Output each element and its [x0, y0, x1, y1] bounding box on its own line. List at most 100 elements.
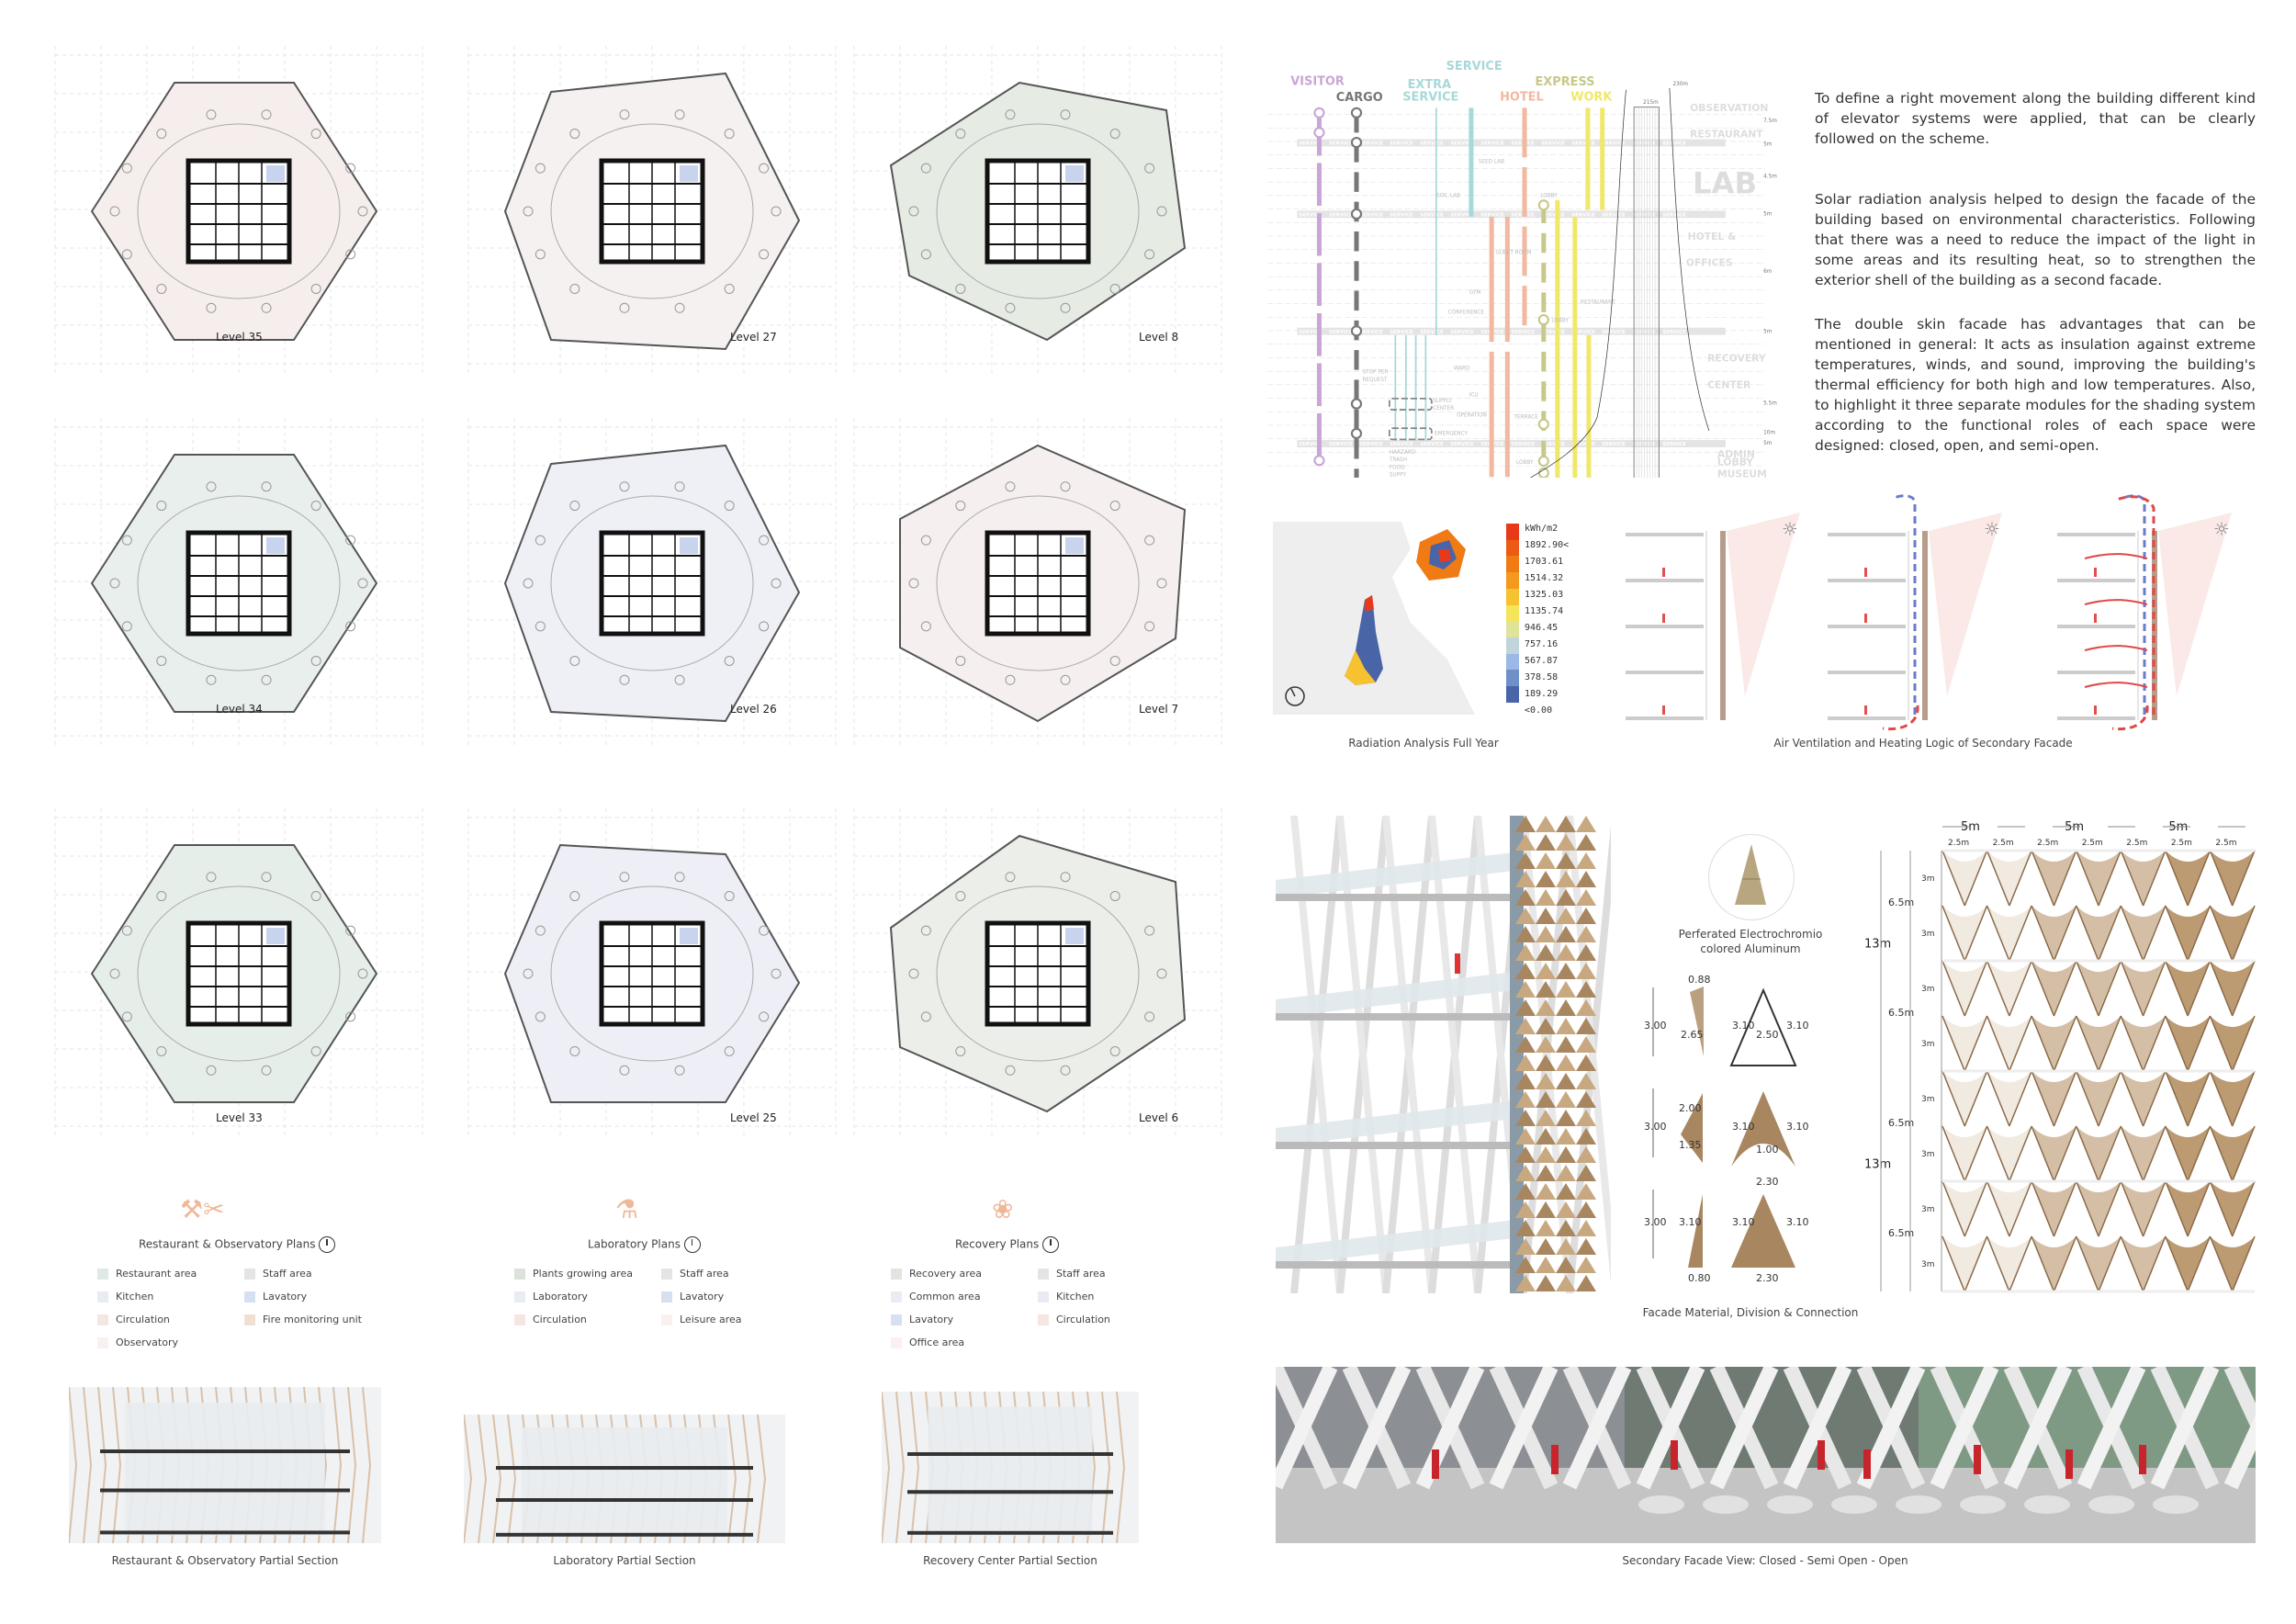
service-band-label: SERVICE	[1602, 141, 1626, 147]
module-width-label: 5m	[1961, 820, 1980, 834]
legend-label: Circulation	[533, 1314, 587, 1325]
person-figure	[1863, 1449, 1871, 1479]
partial-section-drawing	[68, 1386, 381, 1544]
facade-structure-render	[1276, 815, 1619, 1294]
service-band-label: SERVICE	[1602, 442, 1626, 447]
legend-swatch	[514, 1268, 525, 1280]
stop-label: GUEST ROOM	[1495, 251, 1531, 256]
person-figure	[1455, 953, 1460, 974]
height-label: 5m	[1763, 441, 1773, 446]
zone-label: OFFICES	[1686, 257, 1733, 269]
legend-item: Kitchen	[97, 1291, 153, 1303]
sub-width-label: 2.5m	[1993, 839, 2014, 848]
legend-swatch	[244, 1314, 255, 1325]
level-label: Level 34	[216, 703, 263, 716]
scale-value: 1892.90<	[1525, 540, 1570, 550]
north-arrow-icon	[683, 1236, 701, 1253]
height-6-5m-label: 6.5m	[1888, 1117, 1914, 1129]
dimension-label: 2.65	[1681, 1029, 1704, 1041]
service-band-label: SERVICE	[1450, 212, 1474, 218]
radiation-model-svg	[1273, 522, 1475, 715]
stop-label: CENTER	[1433, 406, 1454, 412]
scale-swatch	[1506, 621, 1519, 638]
dimension-label: 3.10	[1732, 1020, 1755, 1032]
person-figure	[2139, 1445, 2146, 1474]
legend-label: Fire monitoring unit	[263, 1314, 362, 1325]
ventilation-diagrams: ☼☼☼	[1616, 485, 2259, 733]
legend-item: Circulation	[514, 1314, 587, 1325]
height-3m-label: 3m	[1921, 1150, 1935, 1159]
stop-label: CONFERENCE	[1448, 310, 1485, 315]
dimension-label: 0.80	[1688, 1272, 1711, 1284]
height-6-5m-label: 6.5m	[1888, 1007, 1914, 1019]
legend-swatch	[661, 1314, 672, 1325]
legend-swatch	[514, 1291, 525, 1303]
legend-item: Staff area	[1038, 1268, 1106, 1280]
stop-label: SEED LAB	[1479, 160, 1504, 165]
floor-plan-level-33: Level 33	[37, 799, 441, 1148]
service-band-label: SERVICE	[1299, 330, 1322, 335]
stop-label: HARZARD	[1390, 450, 1416, 456]
stop-label: EMERGENCY	[1435, 431, 1468, 436]
legend-label: Laboratory	[533, 1291, 588, 1303]
legend-label: Staff area	[680, 1268, 729, 1280]
dimension-label: 2.30	[1756, 1272, 1779, 1284]
legend-swatch	[891, 1336, 902, 1348]
scale-value: 189.29	[1525, 689, 1559, 699]
north-arrow-icon	[319, 1236, 336, 1253]
service-band-label: SERVICE	[1420, 442, 1444, 447]
legend-item: Lavatory	[661, 1291, 724, 1303]
legend-swatch	[97, 1336, 108, 1348]
service-band-label: SERVICE	[1450, 141, 1474, 147]
level-label: Level 27	[730, 331, 777, 344]
height-label: 4.5m	[1763, 174, 1777, 179]
legend-item: Staff area	[661, 1268, 729, 1280]
dimension-label: 3.00	[1644, 1121, 1667, 1133]
zone-label: ADMIN	[1717, 448, 1755, 460]
legend-item: Lavatory	[244, 1291, 307, 1303]
legend-label: Common area	[909, 1291, 981, 1303]
section-caption: Restaurant & Observatory Partial Section	[111, 1554, 339, 1567]
service-band-label: SERVICE	[1359, 212, 1383, 218]
zone-label: MUSEUM	[1717, 468, 1767, 478]
height-6-5m-label: 6.5m	[1888, 897, 1914, 908]
dimension-label: 3.10	[1786, 1121, 1809, 1133]
elevator-system-label: WORK	[1570, 91, 1613, 105]
floor-plan-level-25: Level 25	[450, 799, 854, 1148]
level-label: Level 7	[1139, 703, 1179, 716]
scale-swatch	[1506, 637, 1519, 654]
sub-width-label: 2.5m	[2037, 839, 2058, 848]
service-band-label: SERVICE	[1480, 141, 1504, 147]
service-band-label: SERVICE	[1662, 442, 1686, 447]
person-figure	[1974, 1445, 1981, 1474]
service-band-label: SERVICE	[1359, 141, 1383, 147]
height-3m-label: 3m	[1921, 985, 1935, 994]
service-band-label: SERVICE	[1359, 442, 1383, 447]
stop-label: RESTAURANT	[1581, 300, 1615, 306]
height-label: 230m	[1672, 82, 1688, 87]
ventilation-svg: ☼☼☼	[1626, 494, 2232, 731]
height-label: 10m	[1763, 431, 1775, 436]
stop-label: FOOD	[1390, 465, 1405, 470]
person-figure	[1818, 1440, 1825, 1470]
stop-label: WARD	[1454, 366, 1470, 371]
height-label: 6m	[1763, 269, 1773, 275]
legend-title-text: Restaurant & Observatory Plans	[139, 1237, 316, 1251]
secondary-facade-view	[1268, 1363, 2293, 1543]
scale-swatch	[1506, 686, 1519, 703]
elevator-system-label: VISITOR	[1290, 74, 1345, 88]
service-band-label: SERVICE	[1420, 141, 1444, 147]
stop-label: TRASH	[1389, 457, 1407, 463]
dimension-label: 3.10	[1732, 1121, 1755, 1133]
scale-swatch	[1506, 524, 1519, 540]
height-3m-label: 3m	[1921, 1205, 1935, 1214]
service-band-label: SERVICE	[1632, 212, 1656, 218]
height-3m-label: 3m	[1921, 1260, 1935, 1269]
height-label: 215m	[1643, 100, 1659, 106]
legend-title-text: Recovery Plans	[955, 1237, 1040, 1251]
legend-label: Kitchen	[1056, 1291, 1095, 1303]
scale-value: 378.58	[1525, 672, 1559, 682]
height-3m-label: 3m	[1921, 930, 1935, 939]
service-band-label: SERVICE	[1390, 442, 1413, 447]
